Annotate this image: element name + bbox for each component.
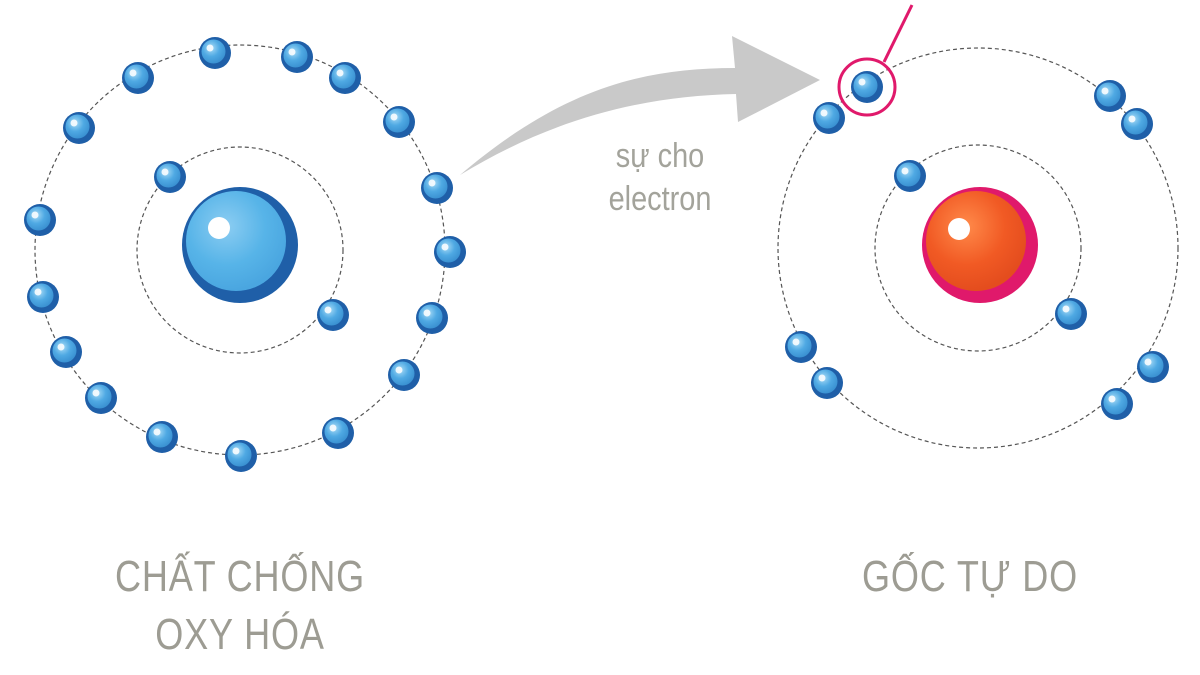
free-radical-caption-text: GỐC TỰ DO [862, 552, 1078, 601]
electron [1094, 80, 1126, 112]
free-radical-atom [777, 4, 1179, 449]
electron-donation-label: sự cho electron [575, 135, 745, 221]
electron [383, 106, 415, 138]
electron [281, 41, 313, 73]
electron [785, 331, 817, 363]
antioxidant-caption-line1: CHẤT CHỐNG [114, 552, 366, 601]
electron [811, 367, 843, 399]
electron [1055, 298, 1087, 330]
electron [154, 161, 186, 193]
electron [27, 281, 59, 313]
electron [1101, 388, 1133, 420]
antioxidant-caption: CHẤT CHỐNG OXY HÓA [92, 548, 387, 664]
electron [388, 359, 420, 391]
electron [894, 160, 926, 192]
electron [416, 302, 448, 334]
antioxidant-nucleus [182, 187, 298, 303]
antioxidant-electrons [24, 37, 466, 472]
unpaired-electron-highlight [837, 4, 914, 117]
electron [329, 62, 361, 94]
electron [85, 382, 117, 414]
antioxidant-atom [24, 37, 466, 472]
electron [317, 299, 349, 331]
electron [24, 204, 56, 236]
free-radical-caption: GỐC TỰ DO [822, 548, 1117, 606]
antioxidant-caption-line2: OXY HÓA [155, 610, 325, 659]
electron [851, 71, 883, 103]
electron [421, 172, 453, 204]
arrow-label-line1: sự cho [615, 137, 705, 175]
electron [122, 62, 154, 94]
inner-orbit [874, 144, 1082, 352]
electron [1137, 351, 1169, 383]
electron-transfer-arrow [460, 36, 820, 175]
electron [146, 421, 178, 453]
electron [199, 37, 231, 69]
electron [813, 102, 845, 134]
electron [50, 336, 82, 368]
free-radical-nucleus [922, 187, 1038, 303]
arrow-label-line2: electron [608, 180, 712, 218]
electron [322, 417, 354, 449]
electron [63, 112, 95, 144]
inner-orbit [136, 146, 344, 354]
free-radical-electrons [785, 71, 1169, 420]
electron [225, 440, 257, 472]
electron [1121, 108, 1153, 140]
outer-orbit [777, 47, 1179, 449]
electron [434, 236, 466, 268]
